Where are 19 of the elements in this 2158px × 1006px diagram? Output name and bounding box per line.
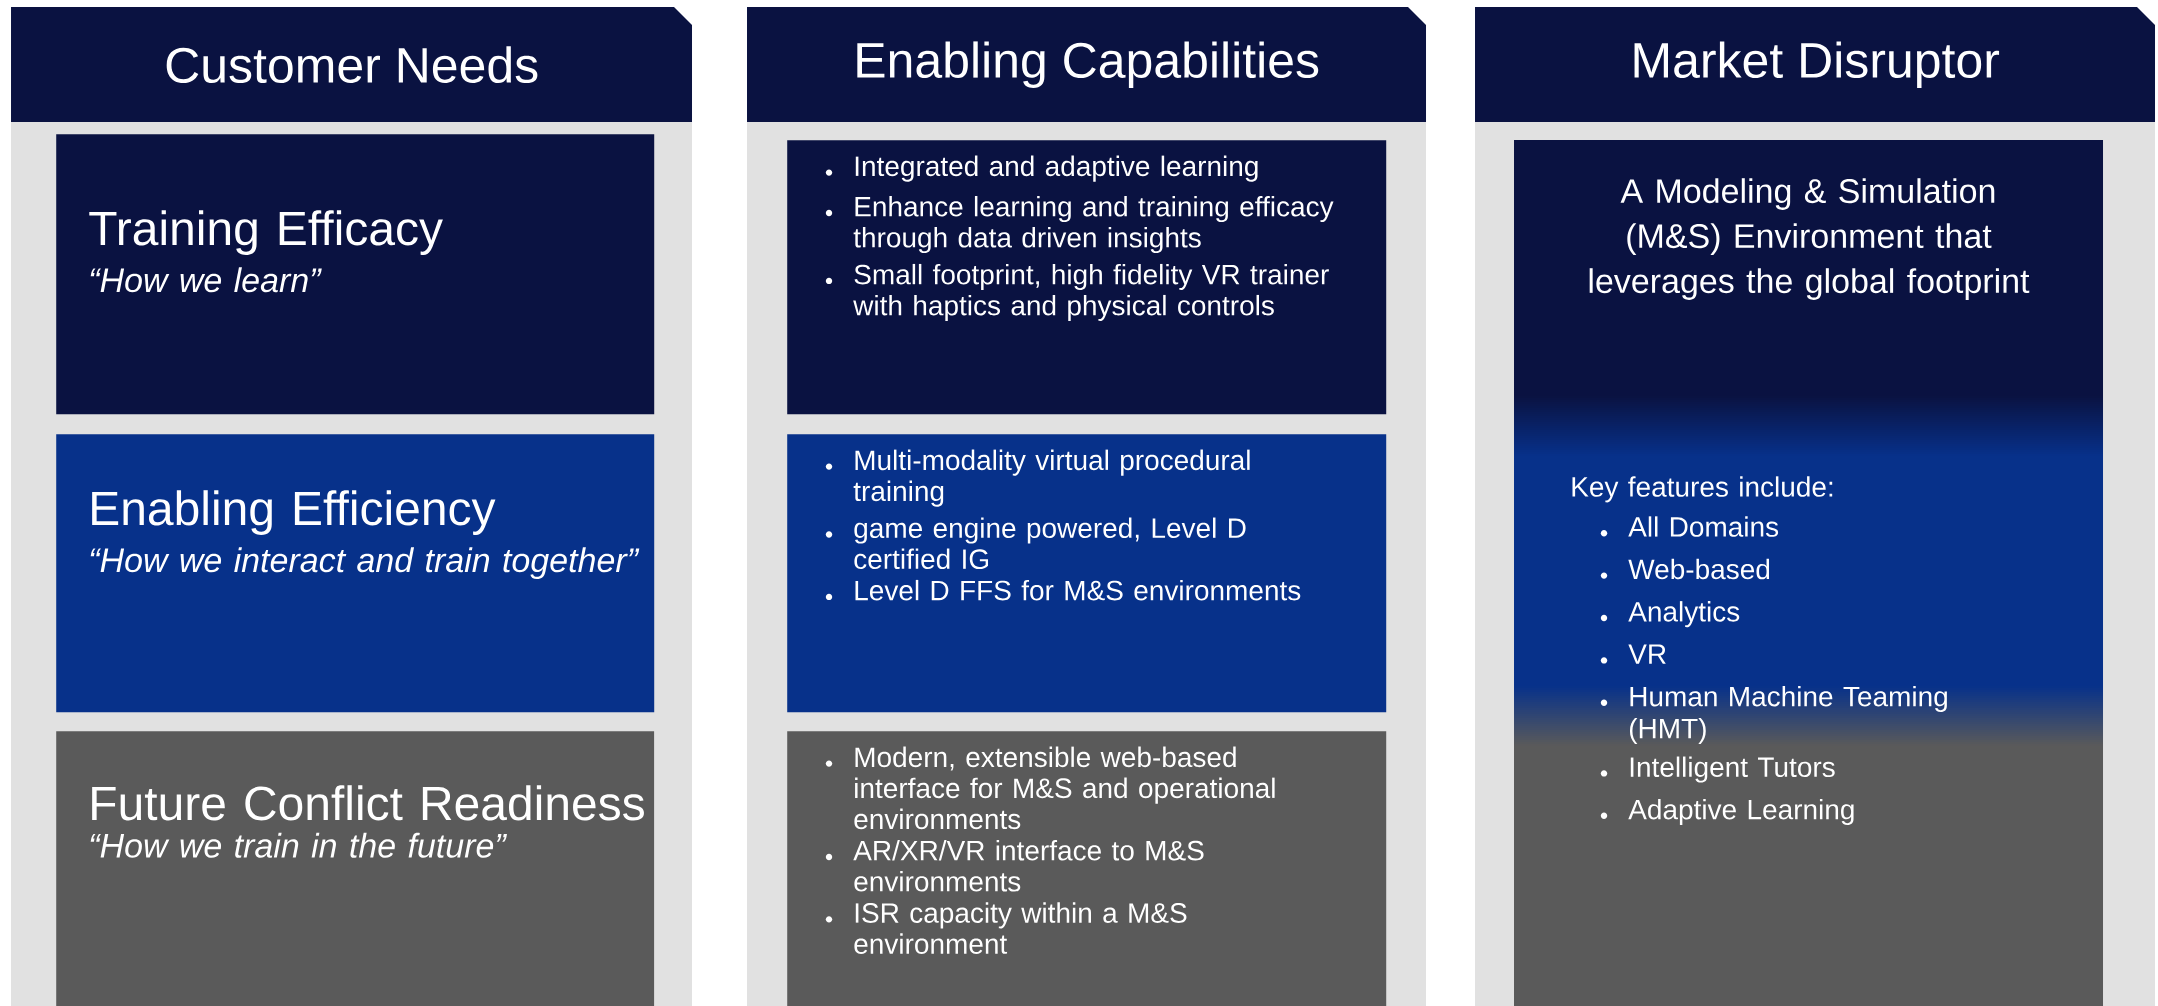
column-header: Market Disruptor xyxy=(1475,7,2155,122)
need-box: Future Conflict Readiness “How we train in the future” xyxy=(56,731,655,1006)
column-header: Enabling Capabilities xyxy=(747,7,1426,122)
capability-box: Modern, extensible web-based interface for M&S and operational environments AR/XR/VR interface to M&S environments ISR capacity within a M&S environment xyxy=(787,731,1387,1006)
node-label: Adaptive Learning xyxy=(1628,798,1854,825)
capability-box: Multi-modality virtual procedural training game engine powered, Level D certified IG Level D FFS for M&S environments xyxy=(787,434,1387,713)
capability-box: Integrated and adaptive learning Enhance learning and training efficacy through data driven insights Small footprint, high fidelity VR trainer with haptics and physical controls xyxy=(787,140,1387,415)
node-label: Analytics xyxy=(1628,601,1740,628)
node-label: VR xyxy=(1628,644,1666,664)
need-box: Enabling Efficiency “How we interact and train together” xyxy=(56,434,655,713)
node-label: Human Machine Teaming (HMT) xyxy=(1629,685,1947,744)
disruptor-box: A Modeling & Simulation (M&S) Environment that leverages the global footprint Key features include: All Domains Web-based Analytics VR Human Machine Teaming (HMT) Intelligent Tutors Adaptive Learning xyxy=(1514,140,2103,1006)
column-header: Customer Needs xyxy=(11,7,692,122)
node-label: A Modeling & Simulation (M&S) Environment that leverages the global footprint xyxy=(1589,178,2030,300)
node-label: All Domains xyxy=(1628,516,1779,537)
node-label: Web-based xyxy=(1628,558,1770,580)
node-label: Intelligent Tutors xyxy=(1630,756,1835,783)
node-label: Key features include: xyxy=(1572,476,1833,503)
need-box: Training Efficacy “How we learn” xyxy=(56,134,655,415)
